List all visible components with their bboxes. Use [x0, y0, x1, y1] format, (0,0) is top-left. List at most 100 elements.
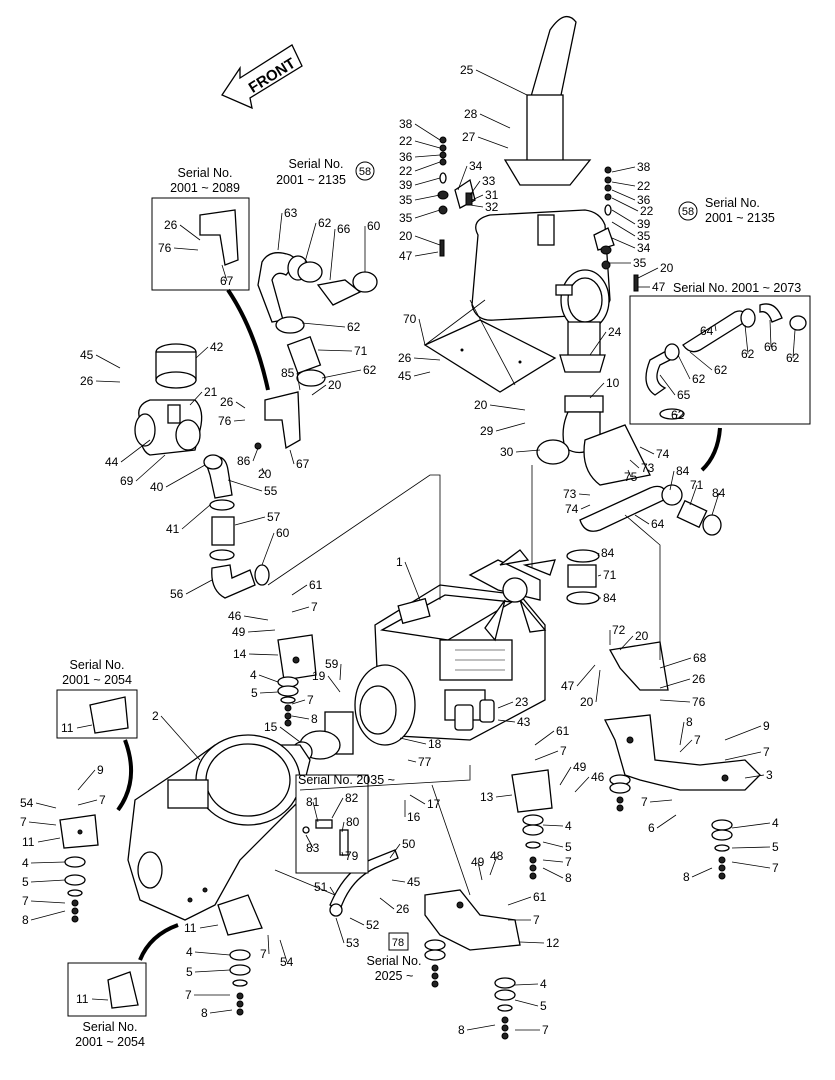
part-number-label: 45 — [398, 369, 412, 383]
part-number-label: 86 — [237, 454, 251, 468]
leader-line — [194, 951, 231, 956]
leader-line — [519, 941, 545, 944]
mount-bracket-12 — [424, 889, 521, 951]
serial-note: 2001 ~ 2135 — [705, 211, 775, 225]
part-number-label: 8 — [22, 913, 29, 927]
leader-line — [611, 166, 636, 173]
leader-line — [248, 653, 279, 656]
serial-note: 2001 ~ 2054 — [75, 1035, 145, 1049]
leader-line — [404, 561, 421, 601]
leader-line — [576, 664, 596, 687]
leader-line — [189, 391, 203, 406]
boxed-ref-text: 78 — [392, 937, 404, 949]
inset-pointer-3 — [116, 739, 134, 812]
leader-line — [279, 726, 301, 743]
leader-line — [479, 113, 511, 129]
part-number-label: 25 — [460, 63, 474, 77]
leader-line — [507, 896, 532, 906]
part-number-label: 31 — [485, 188, 499, 202]
part-number-label: 71 — [354, 344, 368, 358]
part-number-label: 47 — [652, 280, 666, 294]
leader-line — [261, 532, 275, 566]
part-number-label: 62 — [318, 216, 332, 230]
pipe-57 — [209, 499, 235, 561]
leader-line — [595, 669, 601, 703]
part-number-label: 54 — [20, 796, 34, 810]
part-number-label: 5 — [22, 875, 29, 889]
part-number-label: 20 — [635, 629, 649, 643]
part-number-label: 84 — [601, 546, 615, 560]
damper-stack-b — [64, 856, 86, 923]
part-number-label: 83 — [306, 841, 320, 855]
part-number-label: 42 — [210, 340, 224, 354]
part-number-label: 64 — [700, 324, 714, 338]
part-number-label: 66 — [337, 222, 351, 236]
part-number-label: 2 — [152, 709, 159, 723]
part-number-label: 9 — [97, 763, 104, 777]
part-number-label: 53 — [346, 936, 360, 950]
part-number-label: 77 — [418, 755, 432, 769]
part-number-label: 36 — [637, 193, 651, 207]
part-number-label: 62 — [363, 363, 377, 377]
leader-line — [679, 739, 693, 753]
part-number-label: 71 — [603, 568, 617, 582]
leader-line — [611, 189, 636, 201]
part-number-label: 54 — [280, 955, 294, 969]
part-number-label: 38 — [399, 117, 413, 131]
circled-ref-text: 58 — [359, 166, 371, 178]
part-number-label: 11 — [76, 992, 89, 1006]
part-number-label: 61 — [533, 890, 547, 904]
part-number-label: 55 — [264, 484, 278, 498]
leader-line — [414, 209, 441, 219]
leader-line — [514, 983, 539, 986]
part-number-label: 63 — [284, 206, 298, 220]
part-number-label: 33 — [482, 174, 496, 188]
part-number-label: 64 — [651, 517, 665, 531]
leader-line — [634, 514, 650, 525]
leader-line — [413, 371, 431, 377]
part-number-label: 74 — [565, 502, 579, 516]
part-number-label: 75 — [624, 470, 638, 484]
part-number-label: 8 — [458, 1023, 465, 1037]
leader-line — [724, 725, 762, 741]
part-number-label: 73 — [641, 461, 655, 475]
part-number-label: 7 — [307, 693, 314, 707]
leader-line — [399, 737, 427, 745]
leader-line — [744, 774, 765, 779]
serial-note: Serial No. 2035 ~ — [298, 773, 395, 787]
damper-stack-c — [229, 949, 251, 1016]
leader-line — [304, 222, 317, 263]
part-number-label: 68 — [693, 651, 707, 665]
leader-line — [235, 401, 246, 409]
part-number-label: 67 — [296, 457, 310, 471]
part-number-label: 4 — [565, 819, 572, 833]
part-number-label: 29 — [480, 424, 494, 438]
part-number-label: 20 — [474, 398, 488, 412]
part-number-label: 7 — [533, 913, 540, 927]
leader-line — [195, 346, 209, 359]
part-number-label: 7 — [20, 815, 27, 829]
leader-lines — [28, 69, 796, 1031]
leader-line — [534, 730, 555, 746]
part-number-label: 35 — [637, 229, 651, 243]
part-number-label: 7 — [260, 947, 267, 961]
part-number-label: 52 — [366, 918, 380, 932]
mount-bracket-3 — [604, 714, 761, 791]
leader-line — [258, 674, 279, 683]
leader-line — [76, 724, 93, 729]
part-number-label: 60 — [367, 219, 381, 233]
leader-line — [391, 879, 406, 883]
part-number-label: 11 — [184, 921, 197, 935]
mount-bracket-14 — [277, 634, 317, 681]
part-number-label: 23 — [515, 695, 529, 709]
inset-pointer-2 — [700, 427, 722, 472]
part-number-label: 6 — [648, 821, 655, 835]
part-number-label: 39 — [399, 178, 413, 192]
part-number-label: 8 — [311, 712, 318, 726]
leader-line — [95, 380, 121, 383]
part-labels: 2528273822362239343331323535204738223622… — [20, 63, 800, 1037]
leader-line — [597, 552, 600, 557]
leader-line — [656, 814, 677, 829]
part-number-label: 7 — [694, 733, 701, 747]
